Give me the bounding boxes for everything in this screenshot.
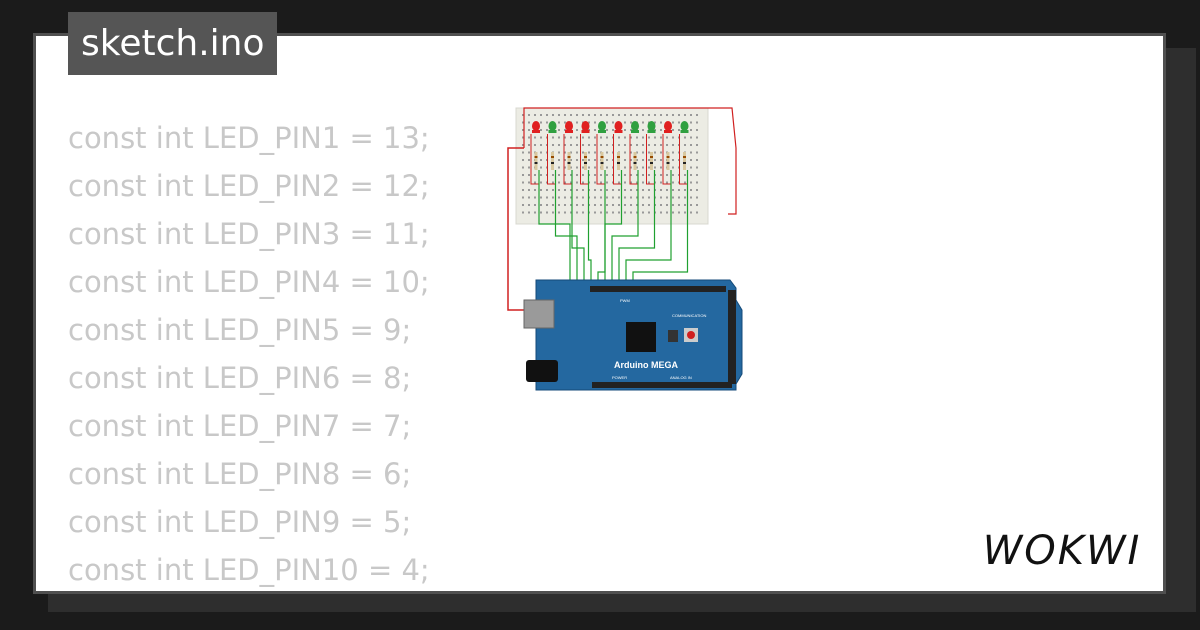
led-icon xyxy=(598,121,606,133)
led-icon xyxy=(664,121,672,133)
arduino-mega-board: Arduino MEGA PWM COMMUNICATION POWER ANA… xyxy=(523,279,743,391)
power-label: POWER xyxy=(612,375,627,380)
led-icon xyxy=(614,121,623,133)
resistor-icon xyxy=(600,152,604,170)
resistor-icon xyxy=(650,152,653,170)
led-icon xyxy=(581,121,590,133)
usb-port-icon xyxy=(523,299,555,329)
code-line: const int LED_PIN8 = 6; xyxy=(68,457,412,491)
code-line: const int LED_PIN9 = 5; xyxy=(68,505,412,539)
preview-card: const int LED_PIN1 = 13; const int LED_PI… xyxy=(33,33,1166,594)
resistor-icon xyxy=(666,152,670,170)
code-line: const int LED_PIN5 = 9; xyxy=(68,313,412,347)
circuit-diagram[interactable]: Arduino MEGA PWM COMMUNICATION POWER ANA… xyxy=(500,104,750,434)
wokwi-logo-text: WOKWI xyxy=(983,528,1142,572)
led-icon xyxy=(548,121,557,133)
board-name: Arduino MEGA xyxy=(614,360,678,370)
led-icon xyxy=(647,121,656,133)
code-line: const int LED_PIN2 = 12; xyxy=(68,169,430,203)
resistor-icon xyxy=(633,152,637,170)
code-line: const int LED_PIN6 = 8; xyxy=(68,361,412,395)
resistor-icon xyxy=(567,152,571,170)
resistor-icon xyxy=(584,152,587,170)
led-icon xyxy=(680,121,689,133)
code-line: const int LED_PIN10 = 4; xyxy=(68,553,430,587)
code-line: const int LED_PIN7 = 7; xyxy=(68,409,412,443)
led-icon xyxy=(631,121,639,133)
resistor-icon xyxy=(534,152,538,170)
chip-icon xyxy=(626,322,656,352)
wokwi-logo[interactable]: WOKWI xyxy=(976,526,1148,572)
power-jack-icon xyxy=(526,360,558,382)
resistor-icon xyxy=(617,152,620,170)
leds xyxy=(532,121,689,170)
analog-in-label: ANALOG IN xyxy=(670,375,692,380)
pwm-label: PWM xyxy=(620,298,630,303)
communication-label: COMMUNICATION xyxy=(672,313,706,318)
resistor-icon xyxy=(683,152,686,170)
led-icon xyxy=(532,121,540,133)
code-line: const int LED_PIN1 = 13; xyxy=(68,121,430,155)
wires xyxy=(507,107,737,311)
code-line: const int LED_PIN4 = 10; xyxy=(68,265,430,299)
resistor-icon xyxy=(551,152,554,170)
code-line: const int LED_PIN3 = 11; xyxy=(68,217,430,251)
led-icon xyxy=(565,121,573,133)
code-preview: const int LED_PIN1 = 13; const int LED_PI… xyxy=(68,114,430,591)
sketch-filename-tag: sketch.ino xyxy=(68,12,278,75)
